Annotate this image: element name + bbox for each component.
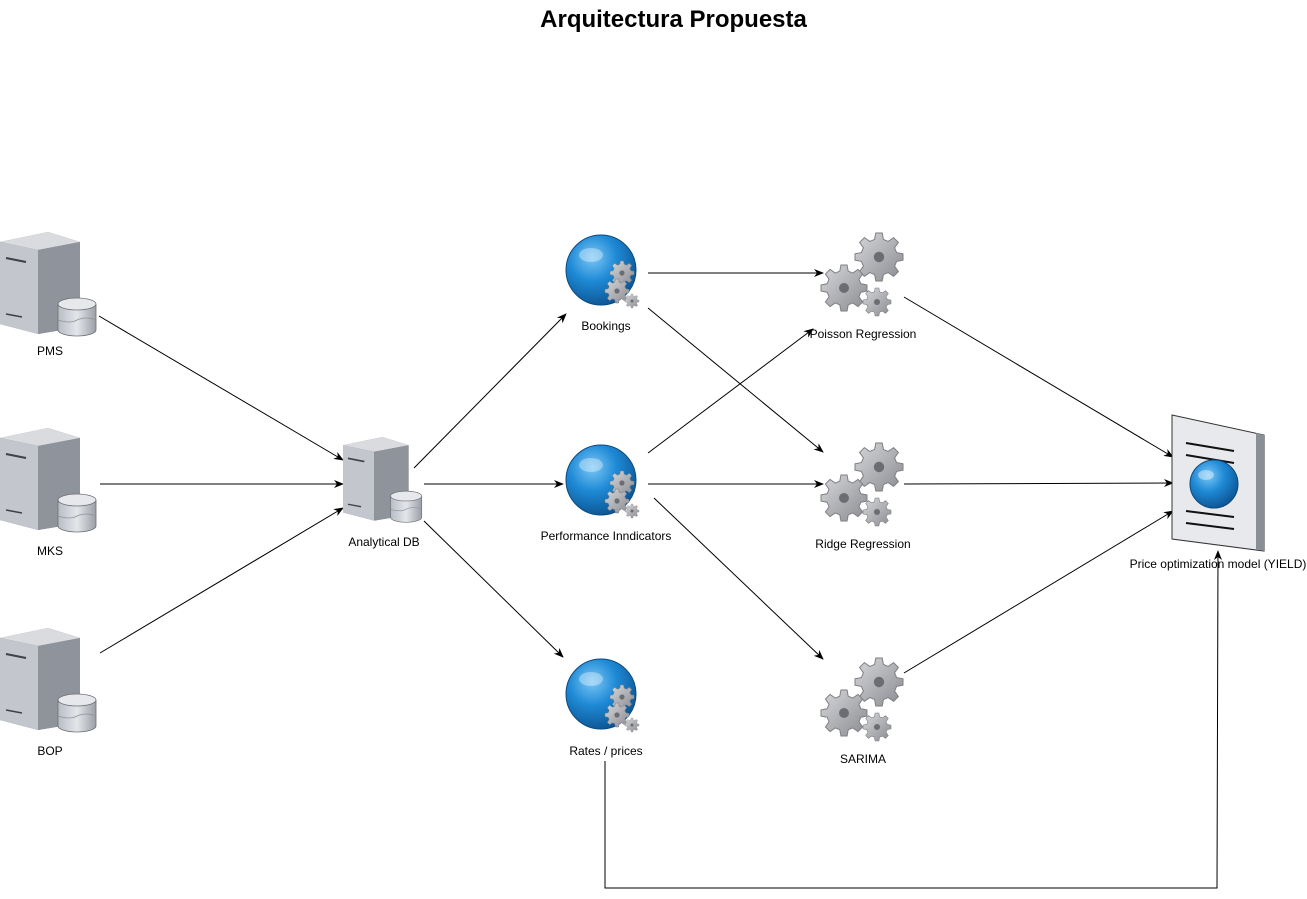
node-label-rates: Rates / prices [569,744,643,758]
gears-icon [820,232,904,317]
gears-icon [820,657,904,742]
edge-pms-to-analytical-db [98,315,344,461]
node-label-yield: Price optimization model (YIELD) [1129,557,1307,571]
node-label-mks: MKS [36,544,64,558]
edge-poisson-to-yield [903,296,1174,458]
edge-bookings-to-ridge [647,307,824,453]
node-label-sarima: SARIMA [839,752,887,766]
node-label-ridge: Ridge Regression [815,537,911,551]
gears-icon [820,442,904,527]
web-service-gears-icon [565,658,640,733]
edge-sarima-to-yield [903,510,1174,674]
edge-bop-to-analytical-db [99,507,344,654]
database-server-icon [0,627,97,733]
node-label-performance: Performance Inndicators [540,529,672,543]
edge-rates-to-yield [604,550,1222,889]
web-service-gears-icon [565,444,640,519]
node-label-pms: PMS [36,344,64,358]
web-service-gears-icon [565,234,640,309]
node-label-analytical-db: Analytical DB [348,535,420,549]
edge-performance-to-poisson [647,328,814,454]
database-server-icon [0,231,97,337]
node-label-bookings: Bookings [581,319,631,333]
edge-analytical-db-to-bookings [413,313,567,469]
database-server-icon [0,427,97,533]
edge-ridge-to-yield [903,479,1174,488]
diagram-title: Arquitectura Propuesta [540,6,807,33]
database-server-icon [342,436,423,524]
web-document-icon [1171,414,1265,552]
nodes-layer [0,231,1265,742]
edge-performance-to-sarima [653,497,824,660]
edge-analytical-db-to-rates [423,520,564,658]
node-label-poisson: Poisson Regression [809,327,917,341]
node-label-bop: BOP [37,744,63,758]
edges-layer [98,269,1222,889]
